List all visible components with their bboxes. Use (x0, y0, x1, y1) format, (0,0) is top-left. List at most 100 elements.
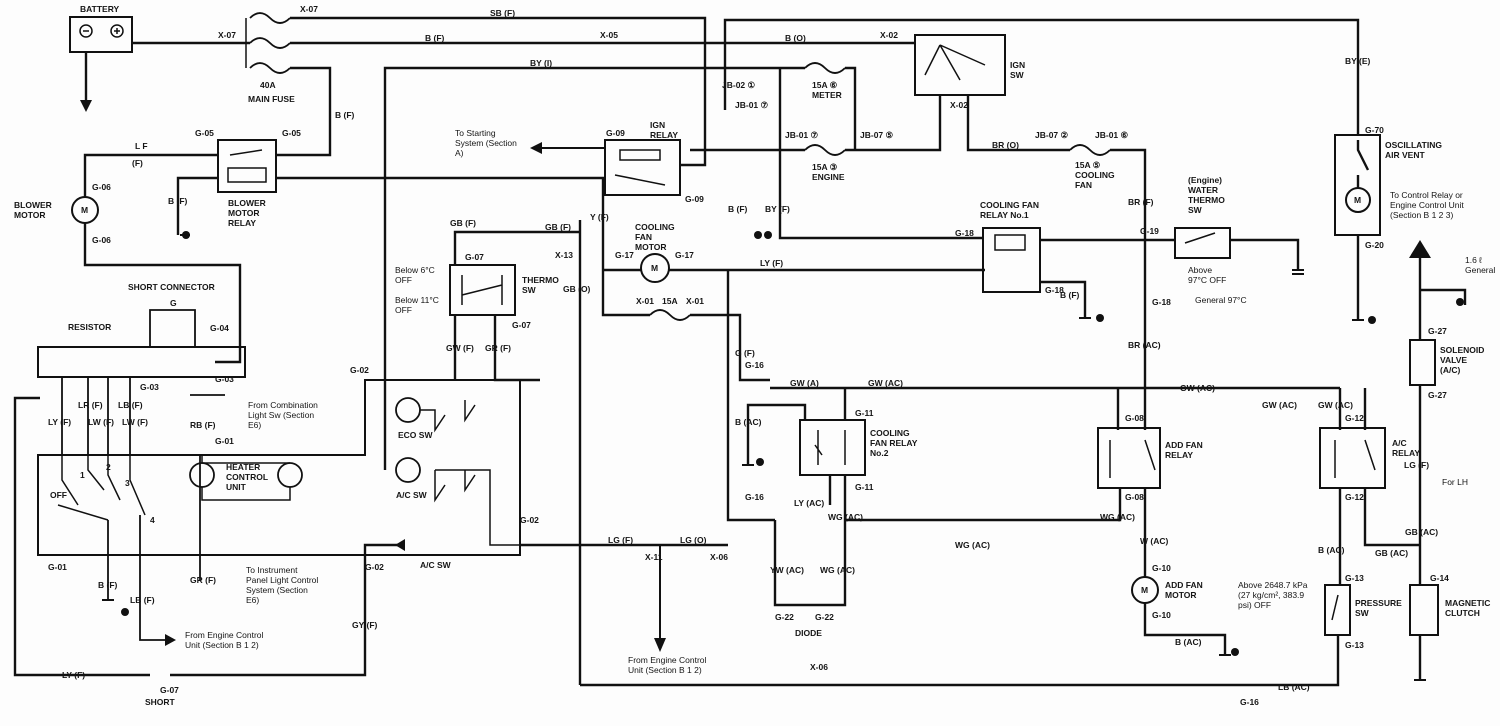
wire-label: B (F) (335, 110, 355, 120)
wire-b-ac-ground (746, 403, 807, 465)
relay1-ground-wire (1040, 280, 1087, 318)
thermo-below-6-note: Below 6°C OFF (395, 265, 435, 285)
diode-icon (395, 539, 405, 551)
fuse-engine-label: 15A ③ ENGINE (812, 162, 845, 182)
from-ecu-mid-note: From Engine Control Unit (Section B 1 2) (628, 655, 707, 675)
resistor-box (37, 346, 246, 378)
magnetic-clutch-box (1409, 584, 1439, 636)
connector-label: G-16 (745, 492, 764, 502)
connector-label: X-13 (555, 250, 573, 260)
diode-label: DIODE (795, 628, 822, 638)
ign-sw-label: IGN SW (1010, 60, 1026, 80)
connector-label: G-27 (1428, 390, 1447, 400)
connector-label: G-08 (1125, 413, 1144, 423)
connector-label: G-19 (1140, 226, 1159, 236)
connector-label: X-06 (810, 662, 828, 672)
wire-relay1-thermo (1040, 238, 1300, 270)
cooling-fan-motor-symbol (640, 253, 670, 283)
vent-motor-symbol-label: M (1354, 195, 1362, 205)
main-fuse-label: MAIN FUSE (248, 94, 295, 104)
blower-motor-symbol (71, 196, 99, 224)
connector-label: G-09 (606, 128, 625, 138)
magnetic-clutch-label: MAGNETIC CLUTCH (1445, 598, 1491, 618)
wire-label: GR (F) (190, 575, 216, 585)
wire-jb01 (778, 68, 983, 240)
cooling-fan-motor-label: COOLING FAN MOTOR (635, 222, 675, 252)
wire-label: LG (F) (608, 535, 634, 545)
water-thermo-sw-label: (Engine) WATER THERMO SW (1188, 175, 1225, 215)
cooling-fan-relay-1-box (982, 227, 1041, 293)
eco-sw-label: ECO SW (398, 430, 433, 440)
wire-label: LG (F) (1404, 460, 1430, 470)
connector-label: X-11 (645, 552, 663, 562)
wire-label: G (F) (735, 348, 755, 358)
wire-label: GB (F) (450, 218, 476, 228)
connector-label: G-04 (210, 323, 229, 333)
wire-label: WG (AC) (820, 565, 855, 575)
connector-label: G-02 (365, 562, 384, 572)
connector-label: G (170, 298, 177, 308)
main-fuse-icon (249, 12, 291, 74)
wire-g-f (726, 270, 775, 522)
wire-br (966, 95, 1147, 430)
wire-blower-feed (276, 66, 332, 157)
connector-label: G-17 (675, 250, 694, 260)
connector-label: X-02 (880, 30, 898, 40)
add-fan-motor-symbol-label: M (1141, 585, 1149, 595)
wire-pressure (580, 488, 1342, 687)
connector-label: G-10 (1152, 610, 1171, 620)
from-combination-note: From Combination Light Sw (Section E6) (248, 400, 318, 430)
wire-meter (735, 66, 857, 150)
connector-label: G-05 (195, 128, 214, 138)
ign-relay-box (604, 139, 681, 196)
wire-ign-down (601, 178, 770, 382)
wire-label: WG (AC) (1100, 512, 1135, 522)
wire-label: B (F) (728, 204, 748, 214)
blower-motor-label: BLOWER MOTOR (14, 200, 52, 220)
wire-label: B (F) (168, 196, 188, 206)
connector-label: JB-02 ① (722, 80, 756, 90)
wire-label: LY (F) (760, 258, 784, 268)
connector-label: G-18 (955, 228, 974, 238)
short-connector-label: SHORT CONNECTOR (128, 282, 215, 292)
wire-engine (690, 95, 942, 152)
wire-label: Y (F) (590, 212, 609, 222)
wire-add-fan-motor (1143, 488, 1227, 655)
connector-label: G-02 (350, 365, 369, 375)
fuse-40a-label: 40A (260, 80, 276, 90)
fuse-fan-motor-label: 15A (662, 296, 678, 306)
fuse-cooling-fan-label: 15A ⑤ COOLING FAN (1075, 160, 1115, 190)
connector-label: G-03 (215, 374, 234, 384)
wire-label: GY (F) (352, 620, 378, 630)
connector-label: JB-01 ⑥ (1095, 130, 1129, 140)
connector-label: G-12 (1345, 492, 1364, 502)
cooling-fan-relay-2-label: COOLING FAN RELAY No.2 (870, 428, 918, 458)
short-label: SHORT (145, 697, 175, 707)
connector-label: G-05 (282, 128, 301, 138)
wire-label: GB (AC) (1375, 548, 1409, 558)
ac-sw-lamp (395, 457, 421, 483)
wire-blower-ground (176, 176, 218, 235)
battery-symbol (69, 16, 133, 53)
connector-label: JB-01 ⑦ (735, 100, 769, 110)
wire-label: GW (AC) (868, 378, 903, 388)
wire-label: BR (F) (1128, 197, 1154, 207)
connector-label: JB-01 ⑦ (785, 130, 819, 140)
cooling-fan-fuse-icon (1069, 144, 1111, 156)
wire-label: L F (135, 141, 148, 151)
connector-label: G-11 (855, 408, 874, 418)
wire-label: YW (AC) (770, 565, 804, 575)
connector-label: G-06 (92, 182, 111, 192)
meter-fuse-icon (804, 62, 846, 74)
fan-motor-fuse-icon (649, 309, 691, 321)
wire-label: GW (AC) (1180, 383, 1215, 393)
wire-label: B (AC) (735, 417, 762, 427)
connector-label: G-01 (215, 436, 234, 446)
connector-label: X-07 (218, 30, 236, 40)
switch-pos-2: 2 (106, 462, 111, 472)
connector-label: G-13 (1345, 573, 1364, 583)
add-fan-motor-label: ADD FAN MOTOR (1165, 580, 1203, 600)
wire-sb (290, 16, 707, 167)
pressure-sw-label: PRESSURE SW (1355, 598, 1402, 618)
